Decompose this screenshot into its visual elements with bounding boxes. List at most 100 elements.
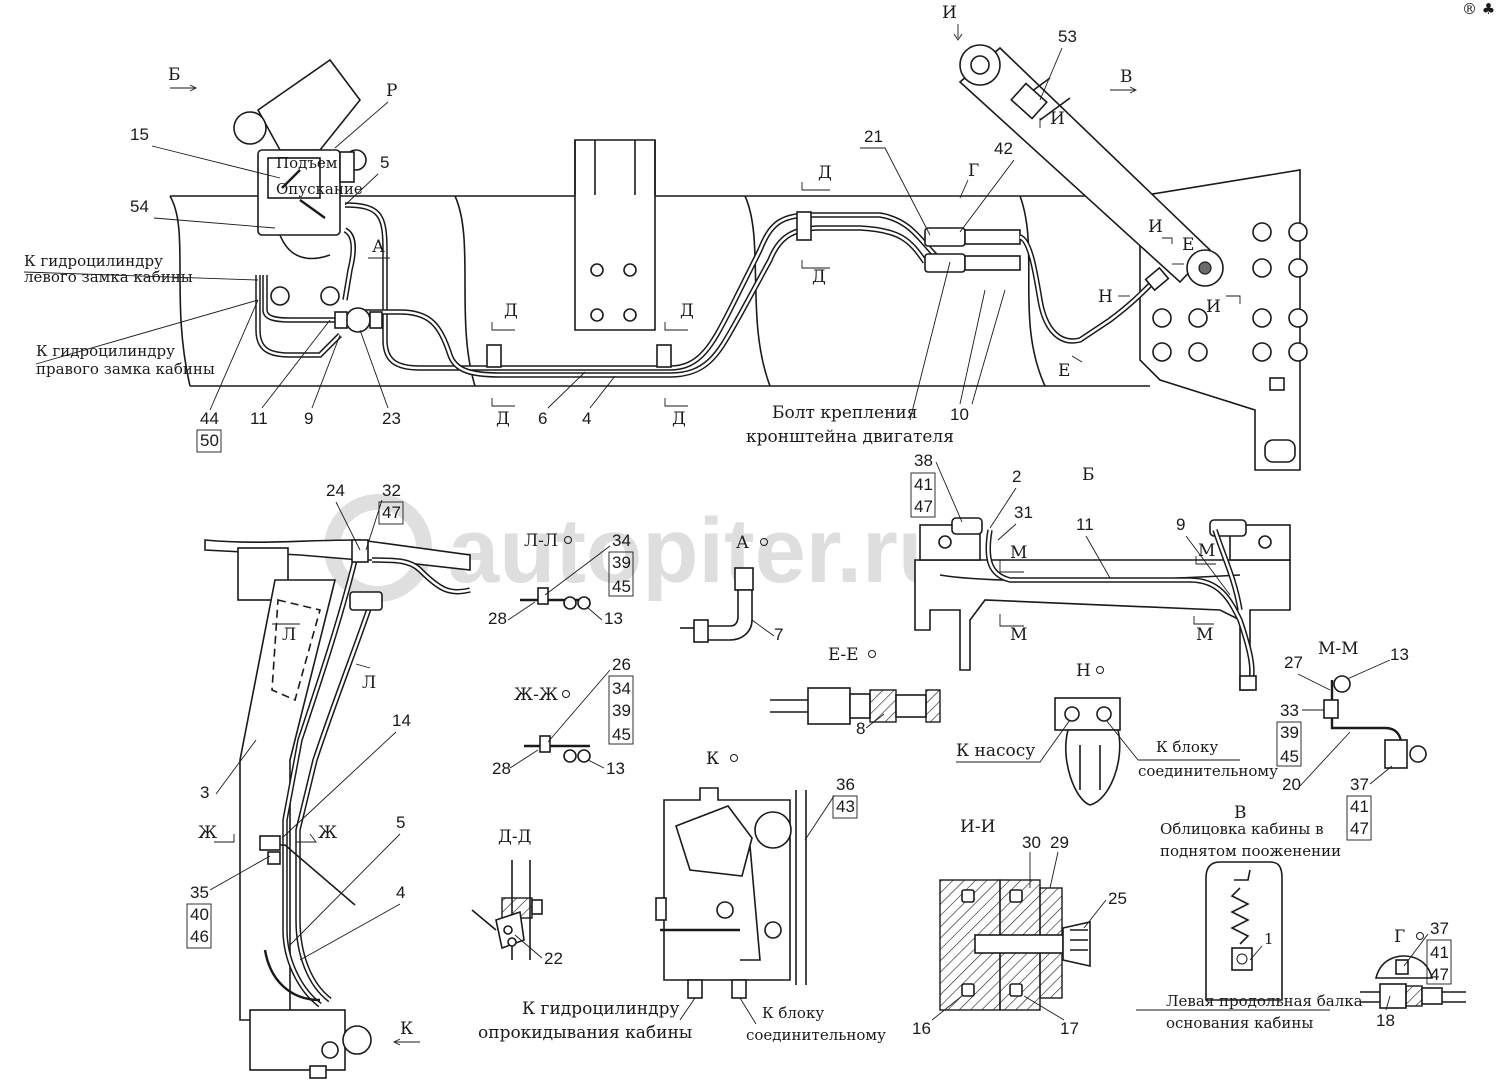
view-n: Н К насосу К блоку соединительному	[956, 661, 1278, 806]
label-m4: М	[1196, 625, 1213, 645]
callout-46: 46	[190, 927, 209, 946]
callout-41-mm: 41	[1350, 797, 1369, 816]
callout-29: 29	[1050, 833, 1069, 852]
callout-4-top: 4	[582, 409, 591, 428]
watermark-text: autopiter.ru	[448, 500, 954, 602]
label-i-top: И	[942, 3, 957, 23]
label-p: Р	[386, 81, 397, 101]
label-d6: Д	[672, 409, 686, 429]
label-zh2: Ж	[318, 823, 337, 843]
beam-line1: Левая продольная балка	[1166, 992, 1363, 1010]
callout-22: 22	[544, 949, 563, 968]
label-pump: К насосу	[956, 741, 1035, 761]
label-a-top: А	[372, 237, 385, 257]
callout-9-top: 9	[304, 409, 313, 428]
callout-4-l: 4	[396, 883, 405, 902]
label-v-view: В	[1234, 803, 1247, 823]
callout-39-zh: 39	[612, 701, 631, 720]
label-i-mid: И	[1050, 109, 1065, 129]
right-lock-line1: К гидроцилиндру	[36, 342, 175, 360]
label-k-arrow: К	[400, 1019, 413, 1039]
top-labels: Б Р 15 5 54 А К гидроцилиндру левого зам…	[23, 3, 1241, 453]
label-i-r: И	[1206, 297, 1221, 317]
callout-34-ll: 34	[612, 531, 631, 550]
label-mm: М-М	[1318, 639, 1359, 659]
callout-17: 17	[1060, 1019, 1079, 1038]
callout-13-zh: 13	[606, 759, 625, 778]
callout-33: 33	[1280, 701, 1299, 720]
label-conn2-1: К блоку	[762, 1004, 824, 1022]
label-conn-2: соединительному	[1138, 762, 1278, 780]
label-e1: Е	[1182, 235, 1194, 255]
callout-43: 43	[836, 797, 855, 816]
view-k: К 36 43 К гидроцилиндру опрокидывания ка…	[478, 749, 886, 1044]
section-ii: И-И 30 29 25 16 17	[912, 817, 1127, 1038]
label-ee: Е-Е	[828, 645, 859, 665]
callout-16: 16	[912, 1019, 931, 1038]
bolt-line1: Болт крепления	[772, 403, 917, 423]
callout-20: 20	[1282, 775, 1301, 794]
gauge-label-down: Опускание	[276, 180, 363, 198]
callout-47-g: 47	[1430, 965, 1449, 984]
callout-37-g: 37	[1430, 919, 1449, 938]
callout-27: 27	[1284, 653, 1303, 672]
label-ii: И-И	[960, 817, 995, 837]
callout-11-b: 11	[1076, 515, 1094, 534]
callout-47-l: 47	[382, 503, 401, 522]
callout-3: 3	[200, 783, 209, 802]
label-d2: Д	[812, 267, 826, 287]
section-ll: Л-Л 34 39 45 28 13	[488, 531, 634, 628]
callout-50: 50	[200, 431, 219, 450]
callout-34-zh: 34	[612, 679, 631, 698]
callout-13-ll: 13	[604, 609, 623, 628]
callout-18: 18	[1376, 1011, 1395, 1030]
callout-28-ll: 28	[488, 609, 507, 628]
callout-44: 44	[200, 409, 219, 428]
callout-31: 31	[1014, 503, 1033, 522]
watermark-small: ® ♣ 2023	[1462, 0, 1500, 18]
label-d3: Д	[504, 301, 518, 321]
callout-37-mm: 37	[1350, 775, 1369, 794]
callout-26: 26	[612, 655, 631, 674]
callout-2: 2	[1012, 467, 1021, 486]
facing-line2: поднятом пооженении	[1160, 842, 1341, 860]
left-lock-line1: К гидроцилиндру	[24, 252, 163, 270]
left-pillar: 24 32 47 Л Л 14 3 Ж Ж 35 40 46 5 4 К	[186, 481, 471, 1079]
label-zhzh: Ж-Ж	[514, 685, 558, 705]
callout-45-zh: 45	[612, 725, 631, 744]
callout-24: 24	[326, 481, 345, 500]
left-lock-line2: левого замка кабины	[24, 268, 193, 286]
view-v: В Облицовка кабины в поднятом пооженении…	[1136, 803, 1363, 1032]
callout-30: 30	[1022, 833, 1041, 852]
label-b-top: Б	[168, 65, 181, 85]
label-k-view: К	[706, 749, 719, 769]
callout-5: 5	[380, 153, 389, 172]
label-l2: Л	[362, 673, 376, 693]
callout-15: 15	[130, 125, 149, 144]
callout-39-ll: 39	[612, 553, 631, 572]
label-l1: Л	[282, 625, 296, 645]
callout-14: 14	[392, 711, 411, 730]
label-v-top: В	[1120, 67, 1133, 87]
section-b: Б 38 41 47 2 31 11 9 М М М М	[910, 451, 1291, 691]
callout-39-mm: 39	[1280, 723, 1299, 742]
callout-36: 36	[836, 775, 855, 794]
callout-42: 42	[994, 139, 1013, 158]
bolt-line2: кронштейна двигателя	[746, 427, 954, 447]
callout-40: 40	[190, 905, 209, 924]
label-m3: М	[1198, 541, 1215, 561]
label-conn-1: К блоку	[1156, 738, 1218, 756]
callout-47-b: 47	[914, 497, 933, 516]
label-dd: Д-Д	[498, 827, 531, 847]
view-g: Г 37 41 47 18	[1360, 919, 1466, 1030]
label-b-mid: Б	[1082, 465, 1095, 485]
callout-23: 23	[382, 409, 401, 428]
label-a-view: А	[736, 533, 749, 553]
label-g-view: Г	[1394, 927, 1405, 947]
label-d5: Д	[496, 409, 510, 429]
callout-9-b: 9	[1176, 515, 1185, 534]
label-n-view: Н	[1076, 661, 1091, 681]
label-e2: Е	[1058, 361, 1070, 381]
callout-47-mm: 47	[1350, 819, 1369, 838]
beam-line2: основания кабины	[1166, 1014, 1313, 1032]
